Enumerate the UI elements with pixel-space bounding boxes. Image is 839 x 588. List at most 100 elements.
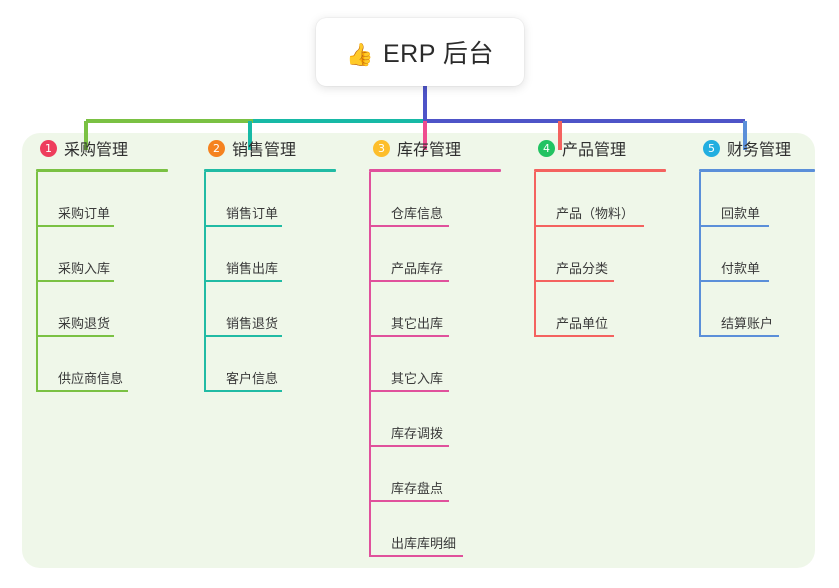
branch-item-underline <box>204 280 282 282</box>
branch-item-label: 其它入库 <box>391 371 444 386</box>
branch-item-underline <box>699 335 779 337</box>
branch-item-label: 库存盘点 <box>391 481 444 496</box>
root-title-text: ERP 后台 <box>383 40 494 68</box>
branch-item[interactable]: 出库库明细 <box>369 502 520 557</box>
branch-item[interactable]: 仓库信息 <box>369 172 520 227</box>
branch-item-label: 结算账户 <box>721 316 774 331</box>
branch-item[interactable]: 产品（物料） <box>534 172 685 227</box>
branch-item[interactable]: 产品库存 <box>369 227 520 282</box>
branch-item[interactable]: 销售出库 <box>204 227 355 282</box>
branch-item-underline <box>534 225 644 227</box>
branch-item[interactable]: 库存调拨 <box>369 392 520 447</box>
branch-item[interactable]: 供应商信息 <box>36 337 190 392</box>
branch-item-underline <box>369 445 449 447</box>
branch-header-5[interactable]: 5 财务管理 <box>685 133 815 163</box>
branch-underline <box>36 169 168 172</box>
branch-item-label: 产品（物料） <box>556 206 635 221</box>
branch-item-underline <box>369 555 463 557</box>
branch-item[interactable]: 库存盘点 <box>369 447 520 502</box>
branch-item-underline <box>699 225 769 227</box>
branch-item-label: 采购入库 <box>58 261 111 276</box>
branch-item-label: 采购订单 <box>58 206 111 221</box>
branch-column-3: 3 库存管理仓库信息产品库存其它出库其它入库库存调拨库存盘点出库库明细 <box>355 133 520 557</box>
branch-title: 财务管理 <box>727 142 792 159</box>
branch-item[interactable]: 销售退货 <box>204 282 355 337</box>
branch-item-underline <box>369 280 449 282</box>
branch-item-label: 销售退货 <box>226 316 279 331</box>
branch-item-label: 销售订单 <box>226 206 279 221</box>
branch-item-underline <box>36 225 114 227</box>
branch-item-label: 供应商信息 <box>58 371 124 386</box>
branch-item-label: 采购退货 <box>58 316 111 331</box>
branch-item-label: 付款单 <box>721 261 761 276</box>
branch-item[interactable]: 产品单位 <box>534 282 685 337</box>
branch-spine <box>699 172 701 337</box>
branch-item-underline <box>534 335 614 337</box>
branch-column-1: 1 采购管理采购订单采购入库采购退货供应商信息 <box>22 133 190 392</box>
branch-item-label: 产品单位 <box>556 316 609 331</box>
branch-item[interactable]: 采购退货 <box>36 282 190 337</box>
branch-item-label: 销售出库 <box>226 261 279 276</box>
branch-item-label: 客户信息 <box>226 371 279 386</box>
branch-item-underline <box>369 335 449 337</box>
branch-header-1[interactable]: 1 采购管理 <box>22 133 190 163</box>
branch-item-label: 产品分类 <box>556 261 609 276</box>
branch-number-badge: 5 <box>703 139 720 157</box>
branch-spine <box>36 172 38 392</box>
branch-item[interactable]: 结算账户 <box>699 282 815 337</box>
page-title: 👍 ERP 后台 <box>346 34 494 70</box>
branch-item-list: 仓库信息产品库存其它出库其它入库库存调拨库存盘点出库库明细 <box>369 172 520 557</box>
branch-title: 库存管理 <box>397 142 462 159</box>
branch-item[interactable]: 销售订单 <box>204 172 355 227</box>
branch-item-underline <box>204 225 282 227</box>
branch-item[interactable]: 其它出库 <box>369 282 520 337</box>
branch-item-list: 采购订单采购入库采购退货供应商信息 <box>36 172 190 392</box>
branch-item[interactable]: 产品分类 <box>534 227 685 282</box>
branch-item[interactable]: 其它入库 <box>369 337 520 392</box>
branch-item-list: 回款单付款单结算账户 <box>699 172 815 337</box>
branch-item-label: 其它出库 <box>391 316 444 331</box>
branch-item-underline <box>36 390 128 392</box>
branch-item-underline <box>699 280 769 282</box>
branch-item-label: 产品库存 <box>391 261 444 276</box>
branch-underline <box>369 169 501 172</box>
branch-item[interactable]: 采购订单 <box>36 172 190 227</box>
branch-item[interactable]: 回款单 <box>699 172 815 227</box>
branch-item-underline <box>534 280 614 282</box>
branch-column-2: 2 销售管理销售订单销售出库销售退货客户信息 <box>190 133 355 392</box>
branch-item-underline <box>36 280 114 282</box>
thumbs-up-icon: 👍 <box>346 42 374 67</box>
branch-spine <box>204 172 206 392</box>
branch-item-label: 仓库信息 <box>391 206 444 221</box>
mindmap-panel <box>22 133 815 568</box>
branch-spine <box>534 172 536 337</box>
branch-item[interactable]: 采购入库 <box>36 227 190 282</box>
branch-number-badge: 2 <box>208 139 225 157</box>
branch-item-underline <box>36 335 114 337</box>
branch-item-list: 产品（物料） 产品分类产品单位 <box>534 172 685 337</box>
branch-item-label: 出库库明细 <box>391 536 457 551</box>
root-node-card[interactable]: 👍 ERP 后台 <box>316 18 524 86</box>
branch-header-3[interactable]: 3 库存管理 <box>355 133 520 163</box>
branch-title: 销售管理 <box>232 142 297 159</box>
branch-item-underline <box>204 390 282 392</box>
branch-item[interactable]: 付款单 <box>699 227 815 282</box>
branch-columns: 1 采购管理采购订单采购入库采购退货供应商信息 2 销售管理销售订单销售出库销售退货客… <box>22 133 815 568</box>
branch-column-5: 5 财务管理回款单付款单结算账户 <box>685 133 815 337</box>
branch-item[interactable]: 客户信息 <box>204 337 355 392</box>
branch-item-label: 库存调拨 <box>391 426 444 441</box>
branch-underline <box>204 169 336 172</box>
branch-item-underline <box>369 225 449 227</box>
branch-title: 采购管理 <box>64 142 129 159</box>
branch-item-label: 回款单 <box>721 206 761 221</box>
branch-number-badge: 3 <box>373 139 390 157</box>
branch-underline <box>699 169 815 172</box>
branch-number-badge: 1 <box>40 139 57 157</box>
branch-header-2[interactable]: 2 销售管理 <box>190 133 355 163</box>
branch-item-underline <box>369 500 449 502</box>
branch-item-list: 销售订单销售出库销售退货客户信息 <box>204 172 355 392</box>
branch-item-underline <box>204 335 282 337</box>
branch-item-underline <box>369 390 449 392</box>
